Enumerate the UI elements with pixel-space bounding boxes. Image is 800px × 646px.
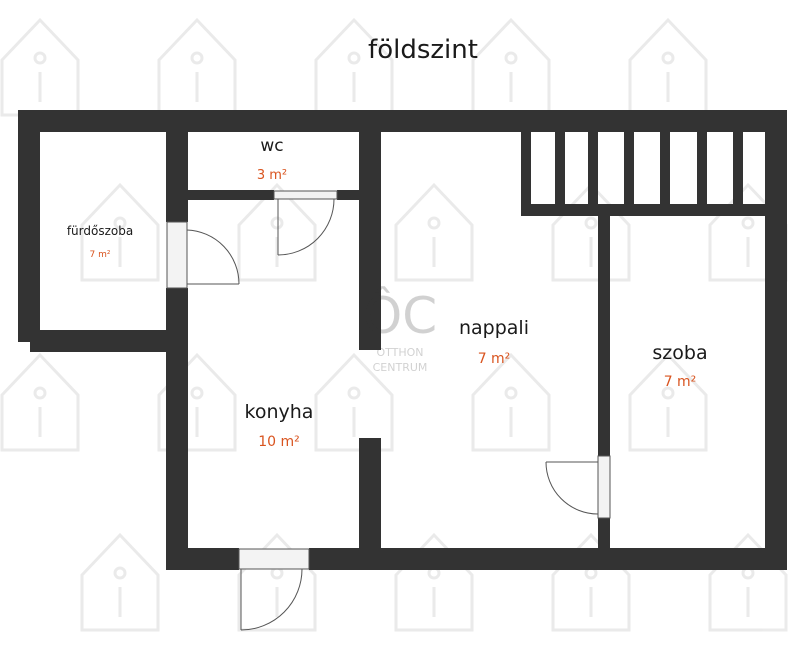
otthon-centrum-logo: ÔC OTTHON CENTRUM bbox=[363, 286, 437, 374]
walls bbox=[18, 110, 787, 570]
door-bathroom bbox=[166, 221, 240, 289]
watermark-house-icon bbox=[551, 182, 631, 282]
watermark-dot bbox=[113, 216, 127, 230]
watermark-house-icon bbox=[237, 532, 317, 632]
watermark-dot bbox=[270, 216, 284, 230]
door-wc bbox=[273, 190, 338, 256]
room-kitchen-name: konyha bbox=[245, 401, 314, 423]
watermark-house-icon bbox=[394, 532, 474, 632]
watermark-dot bbox=[33, 386, 47, 400]
wall-kitchen-living-lower bbox=[359, 438, 381, 570]
room-wc-area: 3 m² bbox=[257, 168, 287, 183]
watermark-dot bbox=[347, 51, 361, 65]
room-kitchen-area: 10 m² bbox=[258, 434, 300, 450]
watermark-dot bbox=[190, 386, 204, 400]
room-bathroom-name: fürdőszoba bbox=[67, 224, 133, 238]
watermark-house-icon bbox=[314, 17, 394, 117]
watermark-dot bbox=[661, 386, 675, 400]
watermark-house-icon bbox=[0, 352, 80, 452]
watermark-house-icon bbox=[0, 17, 80, 117]
watermark-dot bbox=[427, 216, 441, 230]
watermark-house-icon bbox=[80, 182, 160, 282]
watermark-house-icon bbox=[80, 532, 160, 632]
watermark-house-icon bbox=[628, 17, 708, 117]
watermark-house-icon bbox=[471, 17, 551, 117]
watermark-dot bbox=[584, 216, 598, 230]
watermark-house-icon bbox=[394, 182, 474, 282]
watermark-dot bbox=[33, 51, 47, 65]
wall-living-room-upper bbox=[598, 204, 610, 456]
watermark-dot bbox=[504, 386, 518, 400]
room-wc-name: wc bbox=[260, 136, 283, 156]
wall-right bbox=[765, 110, 787, 570]
watermark-house-icon bbox=[157, 17, 237, 117]
door-room bbox=[545, 455, 611, 519]
wall-left-bathroom bbox=[18, 110, 40, 342]
logo-monogram: ÔC bbox=[363, 286, 437, 345]
watermark-house-icon bbox=[471, 352, 551, 452]
wall-wc-bottom-right bbox=[337, 190, 377, 200]
wall-bottom-left bbox=[166, 548, 239, 570]
door-entrance bbox=[238, 548, 310, 631]
watermark-house-icon bbox=[314, 352, 394, 452]
wall-living-room-lower bbox=[598, 518, 610, 558]
wall-bottom-right bbox=[309, 548, 787, 570]
watermark-house-icon bbox=[157, 352, 237, 452]
staircase bbox=[521, 128, 743, 214]
watermark-house-icon bbox=[628, 352, 708, 452]
room-living-name: nappali bbox=[459, 317, 529, 339]
logo-line2: CENTRUM bbox=[373, 361, 428, 374]
watermark-dot bbox=[347, 386, 361, 400]
wall-wc-bottom-left bbox=[186, 190, 274, 200]
room-living-area: 7 m² bbox=[478, 351, 511, 367]
watermark-dot bbox=[741, 216, 755, 230]
wall-bathroom-bottom bbox=[30, 330, 188, 352]
watermark-house-icon bbox=[551, 532, 631, 632]
watermark-dot bbox=[661, 51, 675, 65]
room-room-area: 7 m² bbox=[664, 374, 697, 390]
watermark-dot bbox=[190, 51, 204, 65]
logo-line1: OTTHON bbox=[376, 346, 423, 359]
room-bathroom-area: 7 m² bbox=[90, 250, 111, 260]
wall-kitchen-living-upper bbox=[359, 110, 381, 350]
floor-title: földszint bbox=[368, 35, 478, 65]
room-room-name: szoba bbox=[652, 342, 707, 364]
wall-top bbox=[18, 110, 787, 132]
wall-kitchen-left bbox=[166, 288, 188, 570]
wall-bath-kitchen-upper bbox=[166, 110, 188, 222]
watermark-house-icon bbox=[708, 532, 788, 632]
watermark-dot bbox=[504, 51, 518, 65]
watermark-dot bbox=[113, 566, 127, 580]
